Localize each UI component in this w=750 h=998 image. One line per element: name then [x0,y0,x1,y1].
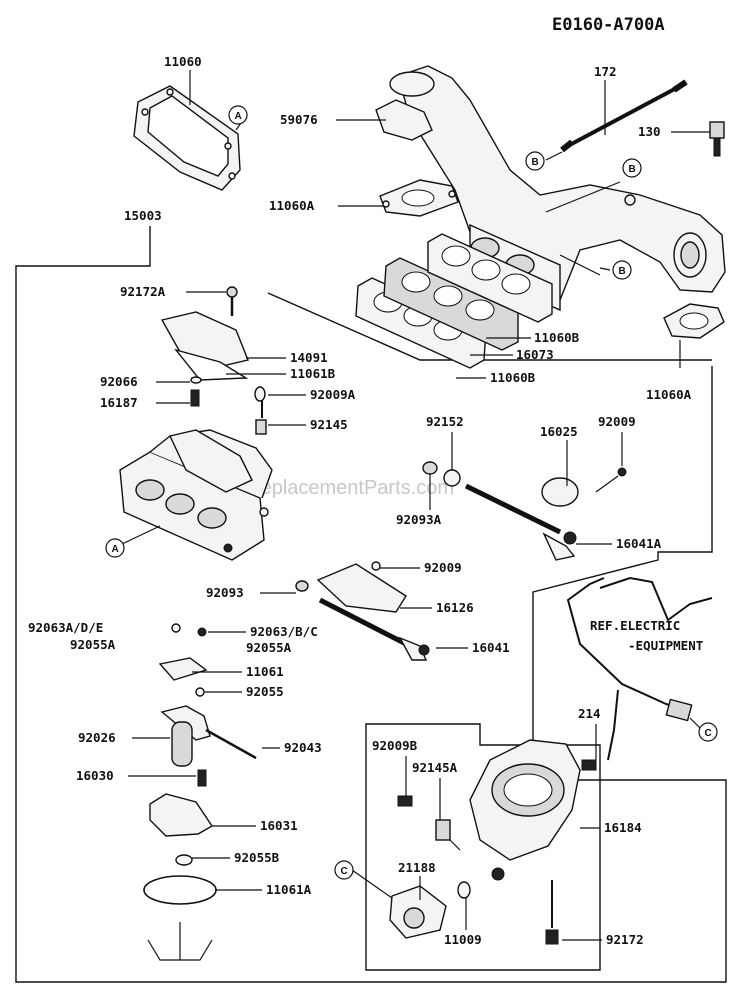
callout-B-1: B [525,151,545,171]
part-label: 11060A [646,387,692,402]
part-label: 16184 [604,820,642,835]
part-label: 92093A [396,512,442,527]
part-label: 14091 [290,350,328,365]
part-label: 92066 [100,374,138,389]
diagram-code: E0160-A700A [552,15,665,35]
throttle-shaft-16041A [422,461,627,561]
callout-C-wire: C [698,722,718,742]
carburetor-body [119,429,273,561]
intake-gaskets-stack [355,233,553,369]
part-labels: 11060 172 59076 130 11060A 15003 92172A … [28,54,692,947]
gasket-11060 [133,85,241,191]
cover-plate-14091 [160,311,249,381]
svg-text:B: B [619,266,626,277]
part-label: 11061A [266,882,312,897]
part-label: 15003 [124,208,162,223]
part-label: 92043 [284,740,322,755]
watermark: eReplacementParts.com [235,477,454,499]
screw-92009A [254,386,267,435]
svg-text:B: B [532,157,539,168]
part-label: 172 [594,64,617,79]
part-label: 92009 [424,560,462,575]
part-label: 92152 [426,414,464,429]
part-label: 92009A [310,387,356,402]
part-label: 92063A/D/E [28,620,103,635]
svg-text:C: C [341,866,348,877]
choke-box [365,723,601,971]
part-label: 11009 [444,932,482,947]
svg-text:A: A [235,111,242,122]
callout-B-2: B [622,158,642,178]
part-label: 92145A [412,760,458,775]
part-label: 92055A [70,637,116,652]
ref-electric-note: REF.ELECTRIC -EQUIPMENT [590,618,703,653]
carburetor-assembly-box [15,226,727,983]
callout-A-carb: A [105,538,125,558]
part-label: 16025 [540,424,578,439]
part-label: 11061 [246,664,284,679]
ref-note-line2: -EQUIPMENT [628,638,703,653]
fuel-jet-parts [143,623,257,961]
part-label: 11060A [269,198,315,213]
part-label: 92063/B/C [250,624,318,639]
part-label: 16073 [516,347,554,362]
screw-92172A [226,286,238,316]
choke-shaft-16041 [295,561,430,661]
part-label: 16187 [100,395,138,410]
svg-text:A: A [112,544,119,555]
part-label: 16041 [472,640,510,655]
part-label: 92026 [78,730,116,745]
callout-B-3: B [612,260,632,280]
bolt-130 [709,121,725,157]
svg-text:B: B [629,164,636,175]
callout-A-top: A [228,105,248,125]
leader-lines [121,70,710,941]
part-label: 11061B [290,366,336,381]
part-label: 11060B [534,330,580,345]
part-label: 92055 [246,684,284,699]
wire-harness [566,576,713,771]
ref-note-line1: REF.ELECTRIC [590,618,680,633]
part-label: 11060B [490,370,536,385]
part-label: 92009 [598,414,636,429]
part-label: 11060 [164,54,202,69]
part-label: 92172 [606,932,644,947]
part-label: 59076 [280,112,318,127]
part-label: 92055B [234,850,280,865]
gasket-11060A-left [379,179,459,217]
part-label: 92009B [372,738,418,753]
choke-housing-16184 [389,739,581,945]
part-label: 16041A [616,536,662,551]
part-label: 92172A [120,284,166,299]
svg-text:C: C [705,728,712,739]
callout-C-choke: C [334,860,354,880]
part-label: 130 [638,124,661,139]
intake-box-link [267,292,712,361]
part-label: 92093 [206,585,244,600]
part-label: 16126 [436,600,474,615]
part-label: 214 [578,706,601,721]
part-label: 16030 [76,768,114,783]
stud-172 [560,79,688,153]
part-label: 92055A [246,640,292,655]
part-label: 21188 [398,860,436,875]
part-label: 16031 [260,818,298,833]
gasket-11060A-right [663,303,725,339]
small-parts-16187 [190,376,202,407]
part-label: 92145 [310,417,348,432]
